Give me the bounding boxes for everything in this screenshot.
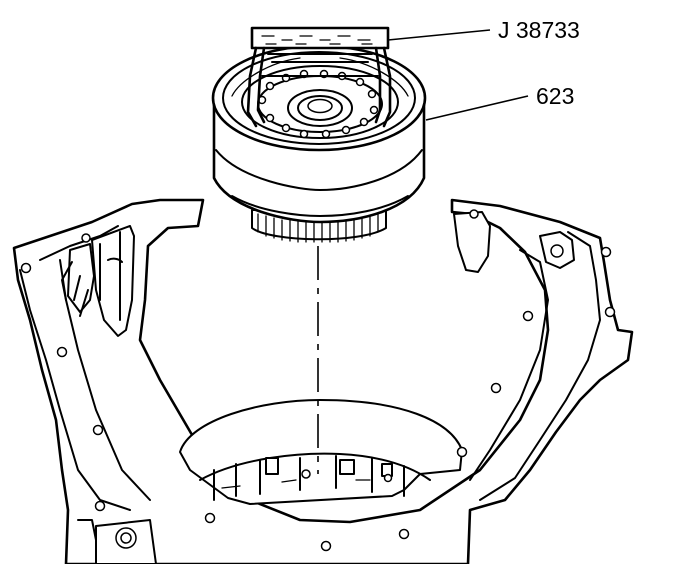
case-outline	[12, 198, 634, 564]
drum-rim-ring	[222, 51, 416, 145]
bolt-hole	[456, 446, 468, 458]
transmission-case	[12, 198, 634, 564]
tool-handle-texture	[261, 35, 373, 45]
tool-callout-label: J 38733	[498, 17, 580, 43]
bolt-hole	[56, 346, 68, 358]
part-leader-line	[425, 95, 529, 121]
bolt-hole	[600, 246, 612, 258]
bolt-hole	[81, 233, 91, 243]
lifting-tool	[246, 26, 392, 128]
left-gusset	[61, 261, 89, 317]
bolt-hole	[20, 262, 32, 274]
drum-spline-teeth	[257, 213, 379, 243]
bolt-hole	[398, 528, 410, 540]
right-wall-edge	[479, 231, 601, 501]
clutch-drum-assembly	[211, 44, 427, 243]
bolt-hole	[604, 306, 616, 318]
right-dowel-boss	[453, 211, 491, 273]
drum-hub-bore	[307, 98, 333, 114]
right-boss-detail	[539, 231, 575, 269]
bolt-hole	[204, 512, 216, 524]
drum-inner-ring	[241, 65, 399, 139]
part-callout-label: 623	[536, 83, 574, 109]
case-lower-port	[77, 519, 157, 564]
bolt-hole	[490, 382, 502, 394]
bolt-hole	[522, 310, 534, 322]
drum-lower-band	[215, 149, 423, 191]
case-internal-hub	[199, 452, 431, 501]
right-inner-wall	[469, 249, 549, 481]
tool-leader-line	[387, 29, 491, 41]
drum-bottom-lip	[231, 195, 409, 217]
tool-right-leg	[374, 46, 392, 128]
left-boss-detail	[99, 231, 123, 321]
left-wall-edge	[19, 269, 131, 511]
bolt-hole	[469, 209, 479, 219]
tool-handle-bar	[250, 26, 390, 50]
drum-hub-ring	[297, 95, 343, 121]
bolt-hole	[94, 500, 106, 512]
right-boss-hole	[550, 244, 564, 258]
case-bolt-holes	[20, 209, 616, 552]
bolt-hole	[92, 424, 104, 436]
tool-inner-frame	[261, 53, 379, 77]
left-dowel-boss	[91, 225, 135, 337]
tool-left-leg	[246, 46, 266, 128]
bolt-hole	[320, 540, 332, 552]
